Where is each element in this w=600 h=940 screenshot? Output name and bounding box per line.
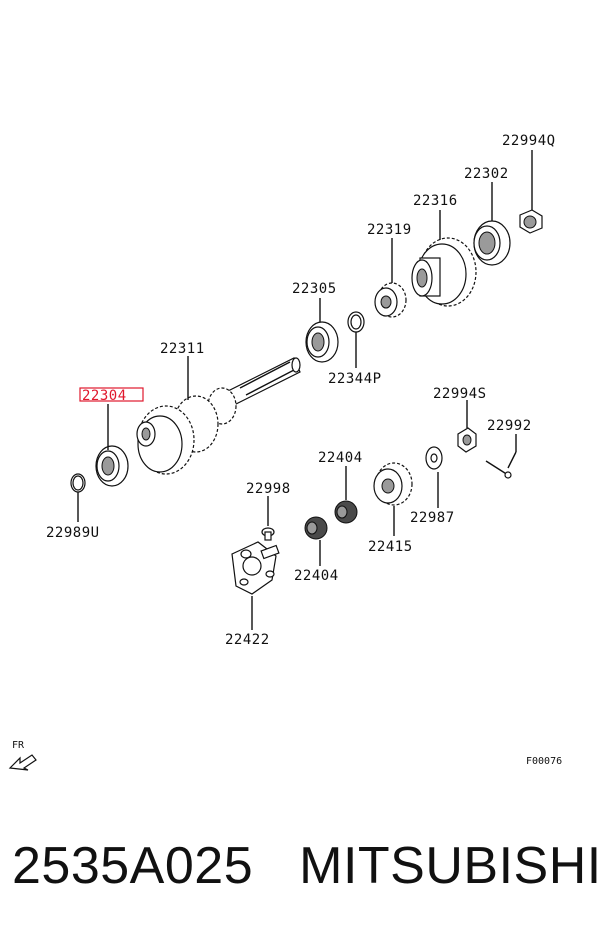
front-direction-marker: FR [8, 740, 37, 771]
part-22319-gear[interactable] [374, 282, 407, 318]
part-22998-bolt[interactable] [261, 527, 275, 541]
label-22989U[interactable]: 22989U [46, 525, 100, 541]
part-22992-pin[interactable] [485, 460, 512, 479]
front-marker-text: FR [12, 740, 25, 751]
part-22404-needle-bearing-upper[interactable] [334, 500, 358, 524]
part-22305-bearing[interactable] [305, 321, 339, 363]
caption-brand: MITSUBISHI [299, 837, 600, 895]
label-22994Q[interactable]: 22994Q [502, 133, 556, 149]
label-22987[interactable]: 22987 [410, 510, 455, 526]
label-22344P[interactable]: 22344P [328, 371, 382, 387]
label-22992[interactable]: 22992 [487, 418, 532, 434]
part-22404-needle-bearing-lower[interactable] [304, 516, 328, 540]
part-22344P-ring[interactable] [347, 311, 365, 333]
highlight-box-22304 [79, 387, 144, 402]
label-22304[interactable]: 22304 [82, 388, 127, 404]
label-22404-lower[interactable]: 22404 [294, 568, 339, 584]
label-22415[interactable]: 22415 [368, 539, 413, 555]
label-22998[interactable]: 22998 [246, 481, 291, 497]
part-22422-bracket[interactable] [231, 541, 280, 595]
label-22302[interactable]: 22302 [464, 166, 509, 182]
exploded-parts-diagram: 22994Q 22302 22316 22319 22305 22344P 22… [8, 133, 562, 771]
label-22319[interactable]: 22319 [367, 222, 412, 238]
label-22994S[interactable]: 22994S [433, 386, 487, 402]
part-22316-gear[interactable] [411, 237, 477, 307]
part-22994Q-nut[interactable] [519, 209, 543, 234]
part-22994S-nut[interactable] [457, 427, 477, 453]
leader-lines [77, 150, 533, 630]
label-22422[interactable]: 22422 [225, 632, 270, 648]
caption-part-number: 2535A025 [12, 837, 254, 895]
part-22987-washer[interactable] [425, 446, 443, 470]
label-22316[interactable]: 22316 [413, 193, 458, 209]
label-22305[interactable]: 22305 [292, 281, 337, 297]
front-arrow-icon [8, 754, 37, 771]
part-22311-shaft[interactable] [136, 357, 301, 475]
label-22311[interactable]: 22311 [160, 341, 205, 357]
part-22304-bearing[interactable] [95, 445, 129, 487]
part-22989U-snap-ring[interactable] [70, 473, 86, 493]
caption-bar: 2535A025 MITSUBISHI [12, 836, 600, 906]
part-22415-gear[interactable] [373, 462, 413, 506]
label-22404-upper[interactable]: 22404 [318, 450, 363, 466]
part-22302-bearing[interactable] [473, 220, 511, 266]
figure-code: F00076 [526, 756, 562, 767]
